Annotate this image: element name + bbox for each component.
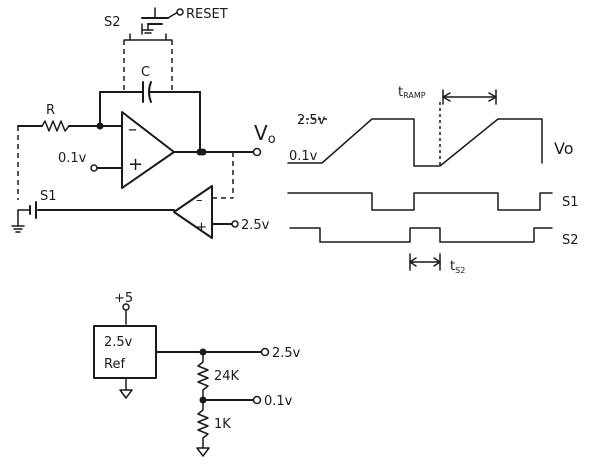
junction-dot xyxy=(96,122,104,130)
comparator-ref-label: 2.5v xyxy=(241,218,270,233)
comparator-minus-sign: – xyxy=(196,193,203,208)
out-high-label: 2.5v xyxy=(272,346,301,361)
vo-output-label: Vo xyxy=(254,121,276,147)
capacitor-c xyxy=(99,81,201,153)
opamp-plus-sign: + xyxy=(128,154,143,175)
ref-block-voltage: 2.5v xyxy=(104,335,133,350)
s2-waveform-label: S2 xyxy=(562,233,579,248)
resistor-24k xyxy=(197,351,209,401)
integrator-circuit: S2 RESET C R – + xyxy=(11,7,276,239)
resistor-1k xyxy=(197,399,209,449)
out-low-label: 0.1v xyxy=(264,394,293,409)
timing-diagram: 2.5v 0.1v Vo tRAMP S1 S2 tS2 xyxy=(287,85,579,275)
r-bottom-label: 1K xyxy=(214,417,231,432)
opamp-minus-sign: – xyxy=(128,119,137,140)
level-high-label: 2.5v xyxy=(297,113,326,128)
s1-switch-label: S1 xyxy=(40,189,57,204)
vo-waveform-label: Vo xyxy=(554,139,574,158)
resistor-label: R xyxy=(46,103,55,118)
t-ramp-label: tRAMP xyxy=(398,85,426,100)
s2-switch-label: S2 xyxy=(104,15,121,30)
integrator-opamp: – + xyxy=(90,111,262,189)
switch-s1 xyxy=(11,201,37,233)
s1-waveform xyxy=(287,192,553,211)
resistor-r xyxy=(17,120,101,132)
comparator-opamp: – + xyxy=(37,185,239,239)
vo-ramp-waveform xyxy=(287,118,543,167)
junction-dot xyxy=(199,148,207,156)
t-s2-label: tS2 xyxy=(450,259,465,275)
supply-label: +5 xyxy=(114,291,133,306)
comparator-plus-sign: + xyxy=(196,220,207,235)
s1-waveform-label: S1 xyxy=(562,195,579,210)
reference-divider: +5 2.5v Ref 2.5v 24K 0.1v 1K xyxy=(93,291,301,457)
reset-label: RESET xyxy=(186,7,228,22)
r-top-label: 24K xyxy=(214,369,240,384)
level-low-label: 0.1v xyxy=(289,149,318,164)
s2-waveform xyxy=(289,227,553,243)
capacitor-label: C xyxy=(141,65,150,80)
ref-block-name: Ref xyxy=(104,357,125,372)
input-ref-label: 0.1v xyxy=(58,151,87,166)
reset-switch-s2 xyxy=(123,7,184,41)
